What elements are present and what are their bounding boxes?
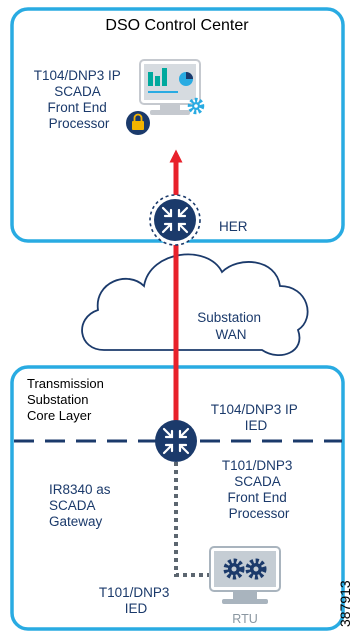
her-router-icon <box>149 194 201 246</box>
fep-label: T104/DNP3 IP SCADA Front End Processor <box>34 68 125 131</box>
rtu-label: RTU <box>232 612 257 626</box>
dso-control-center-zone: DSO Control Center <box>10 7 345 243</box>
ir8340-router-icon <box>155 420 197 462</box>
ied-serial-label: T101/DNP3 IED <box>99 585 173 616</box>
her-label: HER <box>219 219 248 234</box>
rtu-gear-icon-left <box>223 558 245 580</box>
serial-link <box>174 462 210 577</box>
gateway-label: IR8340 as SCADA Gateway <box>49 482 114 529</box>
lock-icon <box>126 111 150 135</box>
zone-title-dso: DSO Control Center <box>105 17 249 34</box>
zone-title-substation: Transmission Substation Core Layer <box>27 376 107 423</box>
wan-label: Substation WAN <box>197 310 265 342</box>
figure-id: 387913 <box>337 580 353 627</box>
ied-ip-label: T104/DNP3 IP IED <box>211 402 302 433</box>
rtu-gear-icon-right <box>245 558 267 580</box>
fep-monitor-icon <box>139 59 201 115</box>
substation-wan-cloud: Substation WAN <box>81 253 309 356</box>
router-fep-label: T101/DNP3 SCADA Front End Processor <box>222 458 296 521</box>
gear-icon <box>187 97 205 115</box>
